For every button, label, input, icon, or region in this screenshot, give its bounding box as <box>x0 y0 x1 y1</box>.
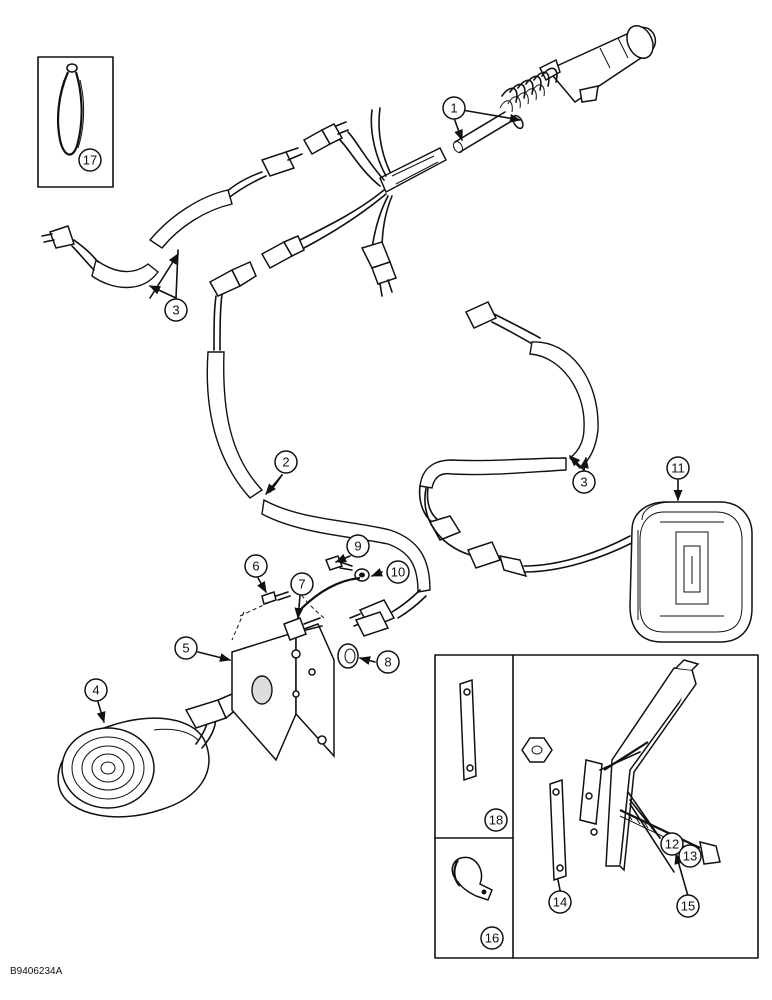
svg-text:15: 15 <box>681 899 695 914</box>
coil-spring <box>499 67 558 113</box>
nut-8 <box>337 643 359 669</box>
callout-5: 5 <box>174 636 198 660</box>
callout-15: 15 <box>676 894 700 918</box>
callout-16: 16 <box>480 926 504 950</box>
callout-7: 7 <box>290 572 314 596</box>
mounting-bracket <box>231 583 335 762</box>
callout-8: 8 <box>376 650 400 674</box>
svg-text:5: 5 <box>182 641 189 656</box>
extension-harness-center <box>206 261 431 637</box>
nut-inset <box>521 737 553 763</box>
main-harness-trunk <box>260 107 447 297</box>
inset-box-strap <box>37 56 114 188</box>
svg-text:13: 13 <box>683 849 697 864</box>
svg-text:8: 8 <box>384 655 391 670</box>
connector-middle-c <box>360 241 397 297</box>
svg-text:14: 14 <box>553 895 567 910</box>
square-lamp <box>629 501 753 643</box>
clip-16 <box>451 856 493 901</box>
callout-6: 6 <box>244 554 268 578</box>
callout-1: 1 <box>442 96 466 120</box>
callout-13: 13 <box>678 844 702 868</box>
svg-text:3: 3 <box>172 303 179 318</box>
inset-box-support <box>434 654 759 959</box>
trailer-plug-assembly <box>452 25 657 154</box>
figure-id: B9406234A <box>10 966 63 977</box>
callout-9: 9 <box>346 534 370 558</box>
connector-upper-a <box>302 121 349 156</box>
callout-2: 2 <box>274 450 298 474</box>
svg-text:4: 4 <box>92 683 99 698</box>
svg-text:2: 2 <box>282 455 289 470</box>
svg-text:18: 18 <box>489 813 503 828</box>
callout-14: 14 <box>548 890 572 914</box>
svg-text:10: 10 <box>391 565 405 580</box>
round-lamp <box>57 693 239 818</box>
screw-9 <box>325 555 353 571</box>
svg-text:7: 7 <box>298 577 305 592</box>
leader-lines <box>96 249 689 897</box>
callout-18: 18 <box>484 808 508 832</box>
svg-text:6: 6 <box>252 559 259 574</box>
svg-text:12: 12 <box>665 837 679 852</box>
callout-10: 10 <box>386 560 410 584</box>
svg-text:16: 16 <box>485 931 499 946</box>
callout-3b: 3 <box>572 470 596 494</box>
plate-14 <box>549 778 567 882</box>
cable-strap-part <box>56 63 85 156</box>
extension-harness-left <box>41 147 303 289</box>
svg-text:9: 9 <box>354 539 361 554</box>
bolt-7 <box>283 617 323 641</box>
callout-4: 4 <box>84 678 108 702</box>
support-tube <box>579 659 700 872</box>
plate-18 <box>459 678 477 782</box>
svg-text:3: 3 <box>580 475 587 490</box>
svg-text:11: 11 <box>671 461 685 476</box>
svg-text:17: 17 <box>83 153 97 168</box>
connector-middle-b <box>260 235 305 270</box>
callout-3a: 3 <box>164 298 188 322</box>
callout-12: 12 <box>660 832 684 856</box>
svg-text:1: 1 <box>450 101 457 116</box>
callout-11: 11 <box>666 456 690 480</box>
screw-6 <box>261 591 291 605</box>
callout-17: 17 <box>78 148 102 172</box>
extension-harness-right <box>418 301 635 578</box>
